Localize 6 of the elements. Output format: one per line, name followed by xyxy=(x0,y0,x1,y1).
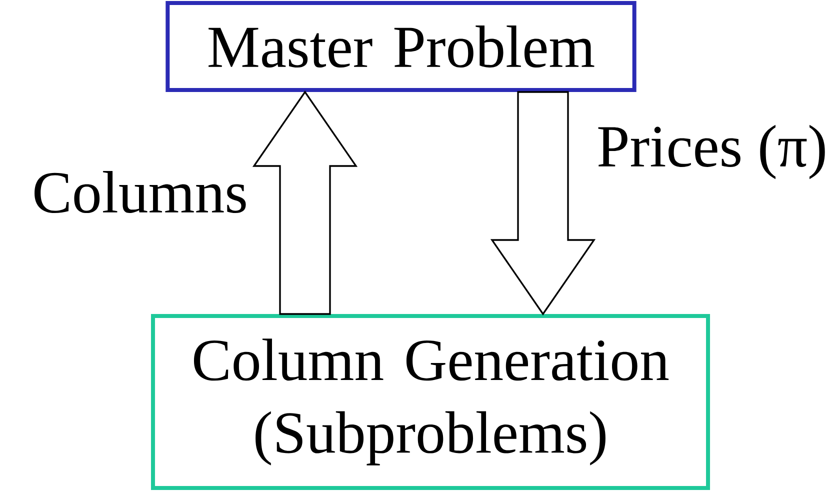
edge-label: Prices (π) xyxy=(598,124,825,180)
block-arrow xyxy=(252,90,358,315)
block-arrow xyxy=(490,91,596,316)
process-box: Column Generation (Subproblems) xyxy=(151,314,710,490)
edge-label: Columns xyxy=(34,170,246,214)
process-box: Master Problem xyxy=(166,1,636,92)
